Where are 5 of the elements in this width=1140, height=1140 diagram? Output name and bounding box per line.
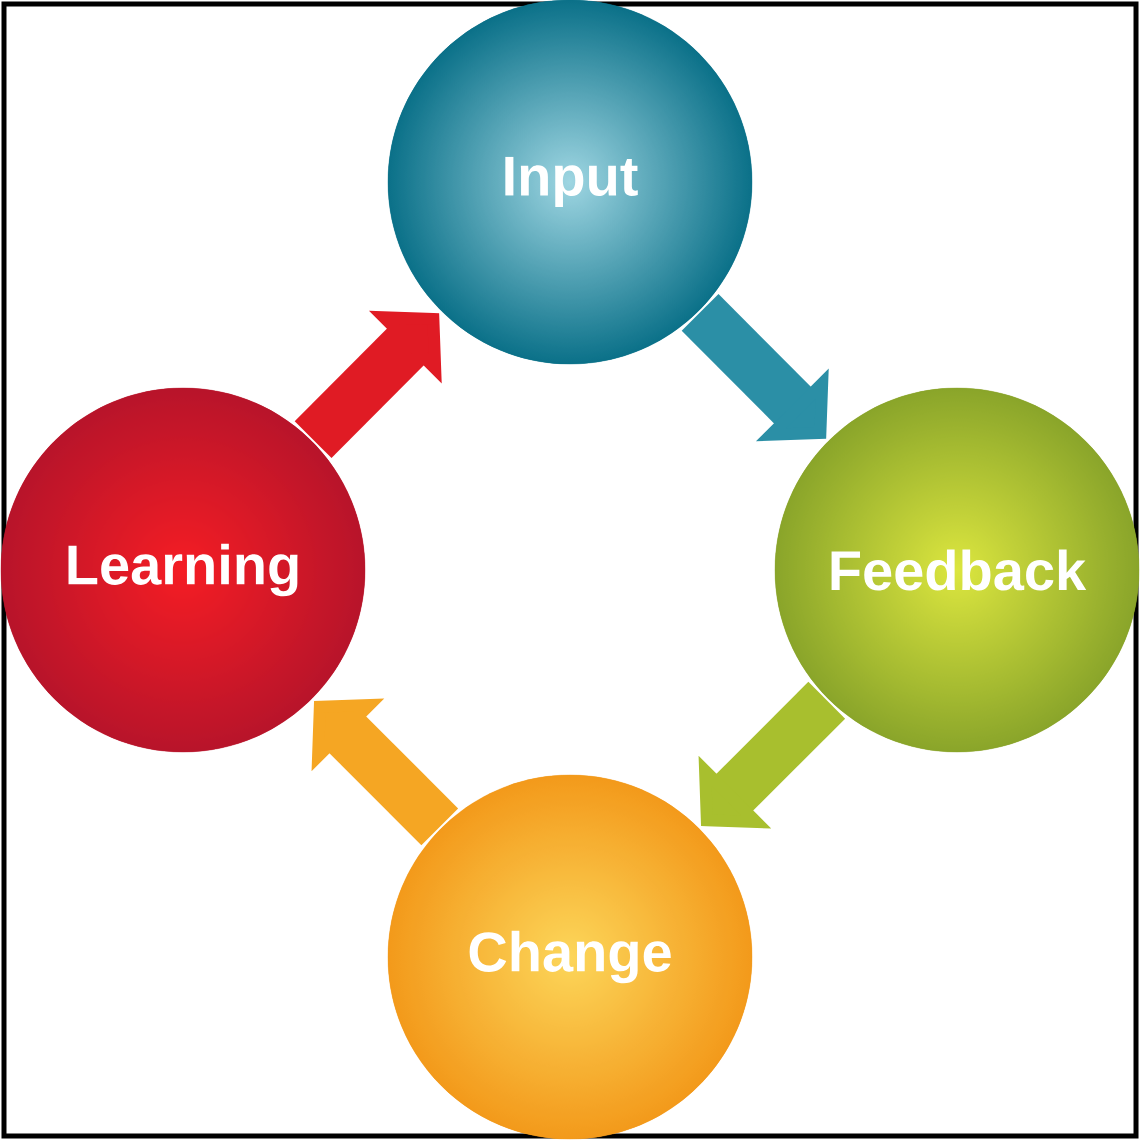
- arrow: [294, 310, 442, 458]
- circle-node: Learning: [0, 387, 366, 753]
- circle-node: Change: [387, 774, 753, 1140]
- circle-node: Input: [387, 0, 753, 365]
- circle-node: Feedback: [774, 387, 1140, 753]
